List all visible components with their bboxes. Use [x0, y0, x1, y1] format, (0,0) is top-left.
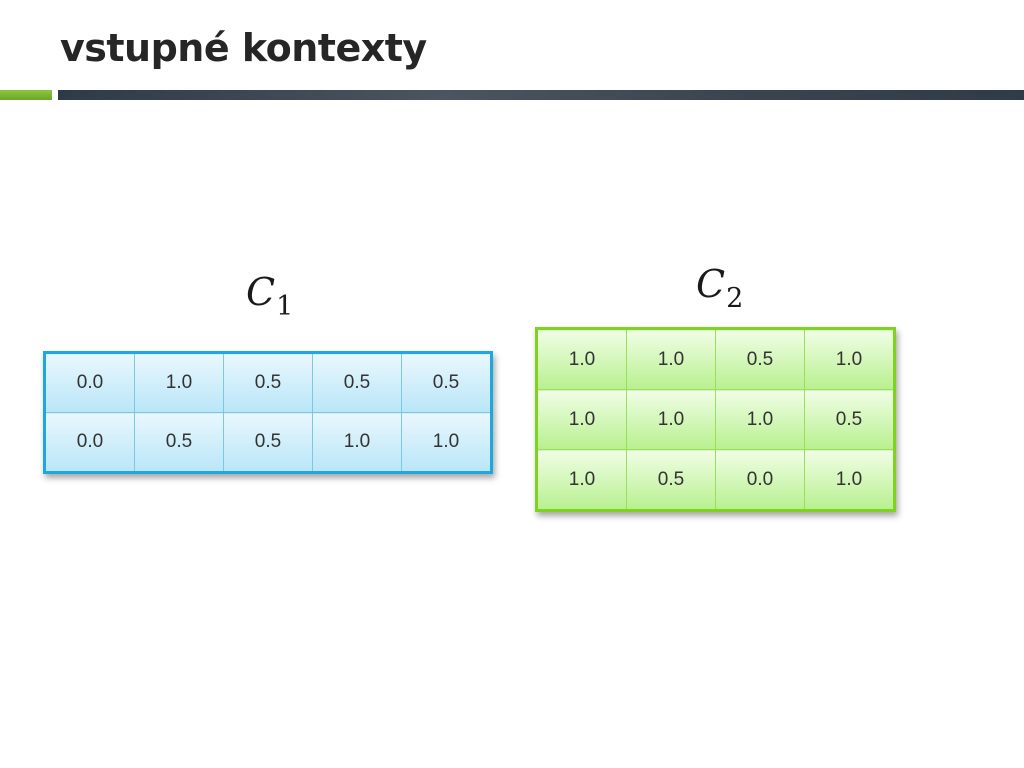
- matrix-cell: 0.5: [401, 352, 492, 413]
- matrix-cell: 1.0: [626, 389, 716, 450]
- matrix-cell: 1.0: [401, 412, 492, 473]
- matrix-cell: 0.5: [715, 328, 805, 390]
- matrix-cell: 1.0: [626, 328, 716, 390]
- matrix-cell: 0.0: [44, 352, 135, 413]
- table-row: 0.0 0.5 0.5 1.0 1.0: [44, 412, 492, 473]
- title-accent-dark-bar: [58, 90, 1024, 100]
- table-row: 1.0 1.0 1.0 0.5: [536, 389, 895, 450]
- matrix-c2-table: 1.0 1.0 0.5 1.0 1.0 1.0 1.0 0.5 1.0 0.5 …: [535, 327, 896, 512]
- matrix-cell: 0.5: [804, 389, 895, 450]
- matrix-cell: 1.0: [804, 449, 895, 511]
- table-row: 1.0 0.5 0.0 1.0: [536, 449, 895, 511]
- matrix-cell: 1.0: [536, 389, 627, 450]
- matrix-cell: 0.5: [223, 352, 313, 413]
- matrix-label-c1-symbol: C: [246, 270, 276, 314]
- matrix-cell: 0.0: [715, 449, 805, 511]
- matrix-cell: 1.0: [134, 352, 224, 413]
- table-row: 0.0 1.0 0.5 0.5 0.5: [44, 352, 492, 413]
- matrix-c1-table: 0.0 1.0 0.5 0.5 0.5 0.0 0.5 0.5 1.0 1.0: [43, 351, 493, 474]
- matrix-label-c1: C1: [246, 272, 293, 327]
- matrix-cell: 0.5: [223, 412, 313, 473]
- matrix-label-c2: C2: [696, 264, 743, 319]
- matrix-cell: 0.5: [134, 412, 224, 473]
- matrix-cell: 1.0: [536, 328, 627, 390]
- slide-title: vstupné kontexty: [60, 26, 427, 70]
- matrix-label-c2-subscript: 2: [726, 283, 744, 314]
- matrix-cell: 1.0: [312, 412, 402, 473]
- title-accent-green-bar: [0, 90, 52, 100]
- table-row: 1.0 1.0 0.5 1.0: [536, 328, 895, 390]
- matrix-cell: 0.5: [626, 449, 716, 511]
- matrix-cell: 1.0: [804, 328, 895, 390]
- matrix-cell: 0.5: [312, 352, 402, 413]
- matrix-cell: 1.0: [536, 449, 627, 511]
- matrix-label-c2-symbol: C: [696, 262, 726, 306]
- matrix-cell: 0.0: [44, 412, 135, 473]
- matrix-label-c1-subscript: 1: [276, 291, 294, 322]
- matrix-cell: 1.0: [715, 389, 805, 450]
